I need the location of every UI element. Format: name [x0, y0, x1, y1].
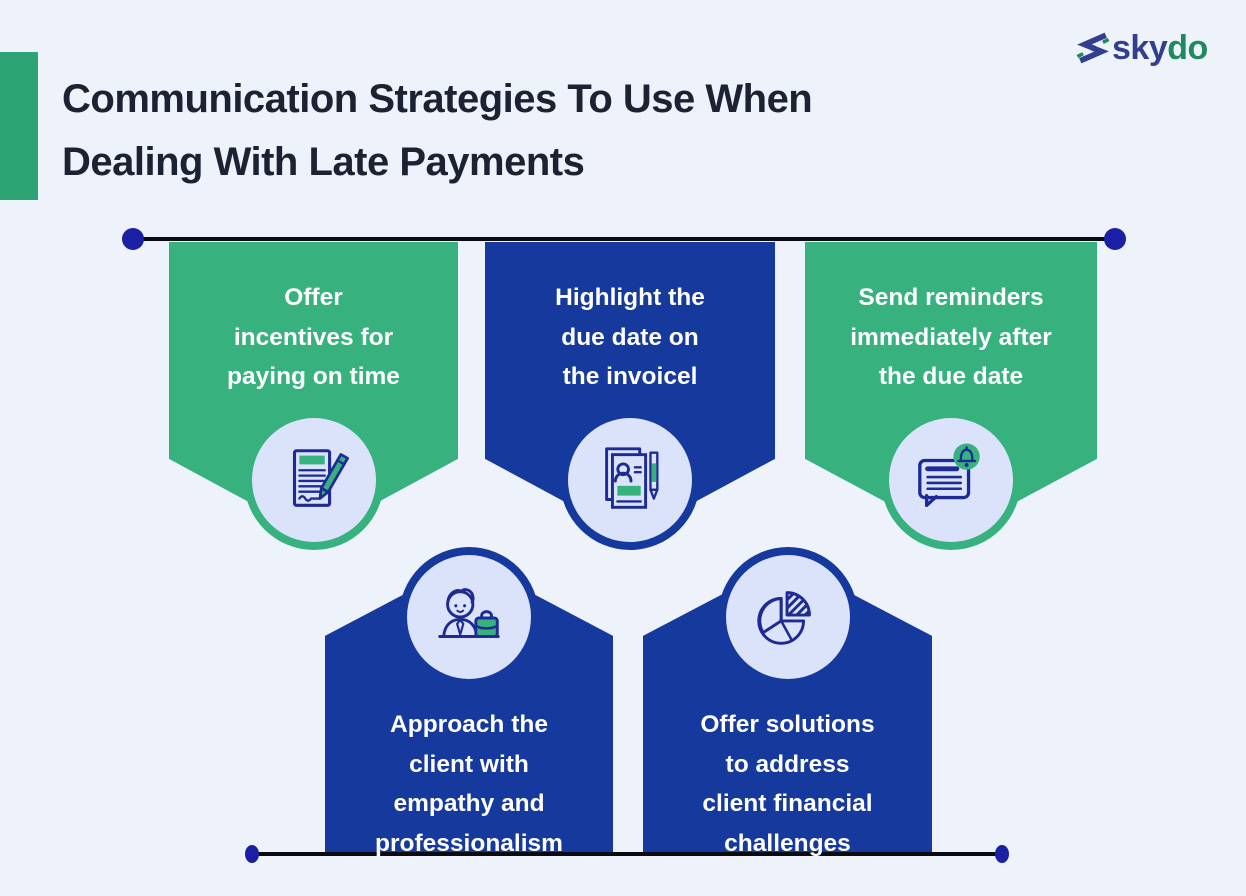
invoice-pen-icon [605, 447, 659, 509]
card-icon-circle [251, 418, 376, 542]
top-connector-right-dot [1104, 228, 1126, 250]
logo-wordmark: skydo [1112, 28, 1208, 68]
card-offer-solutions: Offer solutions to address client financ… [643, 547, 932, 857]
card-label-line: Send reminders [858, 284, 1044, 311]
card-label-line: Highlight the [555, 284, 705, 311]
chat-bell-icon [918, 443, 980, 508]
card-label-line: to address [725, 750, 850, 778]
card-label: Approach the client with empathy and pro… [325, 705, 613, 863]
card-send-reminders: Send reminders immediately after the due… [805, 242, 1097, 552]
card-label-line: professionalism [375, 829, 563, 857]
card-label-line: empathy and [393, 790, 545, 817]
card-label: Offer solutions to address client financ… [643, 705, 932, 863]
person-briefcase-icon [438, 588, 500, 638]
bottom-connector-line [252, 852, 1008, 856]
card-label-line: Offer [284, 284, 343, 311]
card-label-line: immediately after [850, 323, 1052, 351]
card-highlight-due-date: Highlight the due date on the invoicel [485, 242, 775, 552]
card-label-line: client with [409, 750, 529, 778]
card-approach-client: Approach the client with empathy and pro… [325, 547, 613, 857]
document-pencil-icon [292, 449, 349, 507]
card-label-line: Offer solutions [700, 711, 875, 738]
logo-text-sky: sky [1112, 29, 1168, 67]
title-accent-bar [0, 52, 38, 200]
pie-chart-icon [756, 591, 811, 645]
page-title-line1: Communication Strategies To Use When [62, 77, 813, 121]
card-label: Highlight the due date on the invoicel [485, 278, 775, 397]
card-icon-circle [889, 418, 1013, 542]
card-label: Offer incentives for paying on time [169, 278, 458, 397]
top-connector-line [133, 237, 1115, 241]
card-label-line: Approach the [390, 711, 548, 738]
top-connector-left-dot [122, 228, 144, 250]
card-icon-circle [407, 555, 531, 679]
card-offer-incentives: Offer incentives for paying on time [169, 242, 458, 552]
skydo-logo: skydo [1076, 28, 1208, 68]
card-label-line: the invoicel [562, 363, 698, 390]
logo-text-do: do [1167, 29, 1208, 67]
skydo-double-chevron-icon [1076, 32, 1110, 64]
card-label: Send reminders immediately after the due… [805, 278, 1097, 397]
card-label-line: incentives for [233, 323, 394, 351]
bottom-connector-left-dot [245, 845, 259, 863]
card-label-line: the due date [878, 363, 1024, 390]
card-label-line: paying on time [227, 363, 400, 390]
card-icon-circle [568, 418, 692, 542]
card-label-line: client financial [702, 790, 873, 817]
page-title-line2: Dealing With Late Payments [62, 140, 585, 184]
card-icon-circle [725, 555, 850, 679]
page-title: Communication Strategies To Use When Dea… [62, 68, 962, 194]
card-label-line: due date on [561, 323, 699, 351]
card-label-line: challenges [724, 829, 851, 857]
bottom-connector-right-dot [995, 845, 1009, 863]
